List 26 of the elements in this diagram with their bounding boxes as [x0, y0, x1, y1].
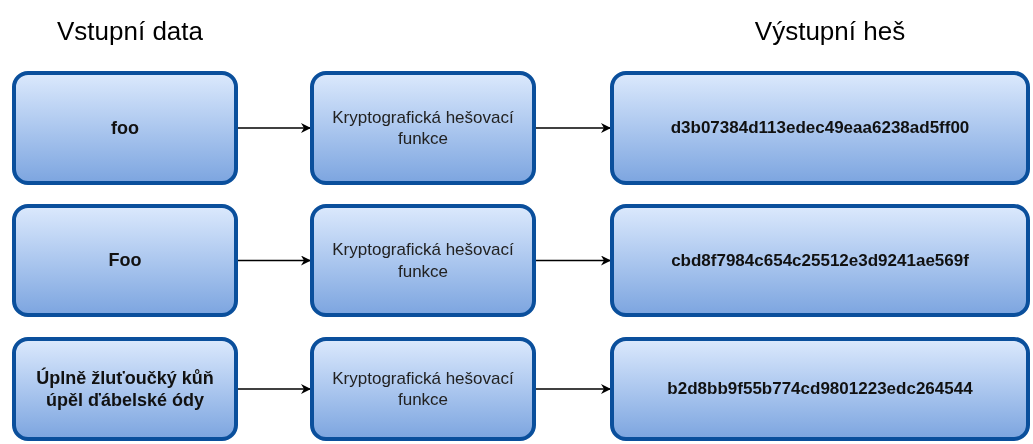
box-text: Kryptografická hešovací funkce	[331, 239, 515, 282]
arrow	[237, 123, 311, 133]
box-text: Úplně žluťoučký kůň úpěl ďábelské ódy	[35, 366, 215, 412]
column-heading: Výstupní heš	[753, 15, 907, 48]
box-text: d3b07384d113edec49eaa6238ad5ff00	[670, 117, 970, 139]
box-text: Foo	[108, 249, 142, 272]
box-text: Kryptografická hešovací funkce	[331, 367, 515, 411]
process-box	[610, 204, 1030, 317]
arrow	[535, 123, 611, 133]
process-box	[310, 337, 536, 441]
process-box	[12, 71, 238, 185]
box-text: Kryptografická hešovací funkce	[331, 106, 515, 150]
process-box	[12, 337, 238, 441]
process-box	[310, 71, 536, 185]
arrow	[535, 255, 611, 266]
arrow	[237, 255, 311, 266]
process-box	[610, 71, 1030, 185]
column-heading: Vstupní data	[56, 15, 204, 48]
process-box	[310, 204, 536, 317]
process-box	[12, 204, 238, 317]
box-text: b2d8bb9f55b774cd9801223edc264544	[667, 378, 973, 400]
arrow	[237, 384, 311, 394]
box-text: foo	[111, 116, 139, 140]
box-text: cbd8f7984c654c25512e3d9241ae569f	[671, 249, 969, 272]
process-box	[610, 337, 1030, 441]
arrow	[535, 384, 611, 394]
